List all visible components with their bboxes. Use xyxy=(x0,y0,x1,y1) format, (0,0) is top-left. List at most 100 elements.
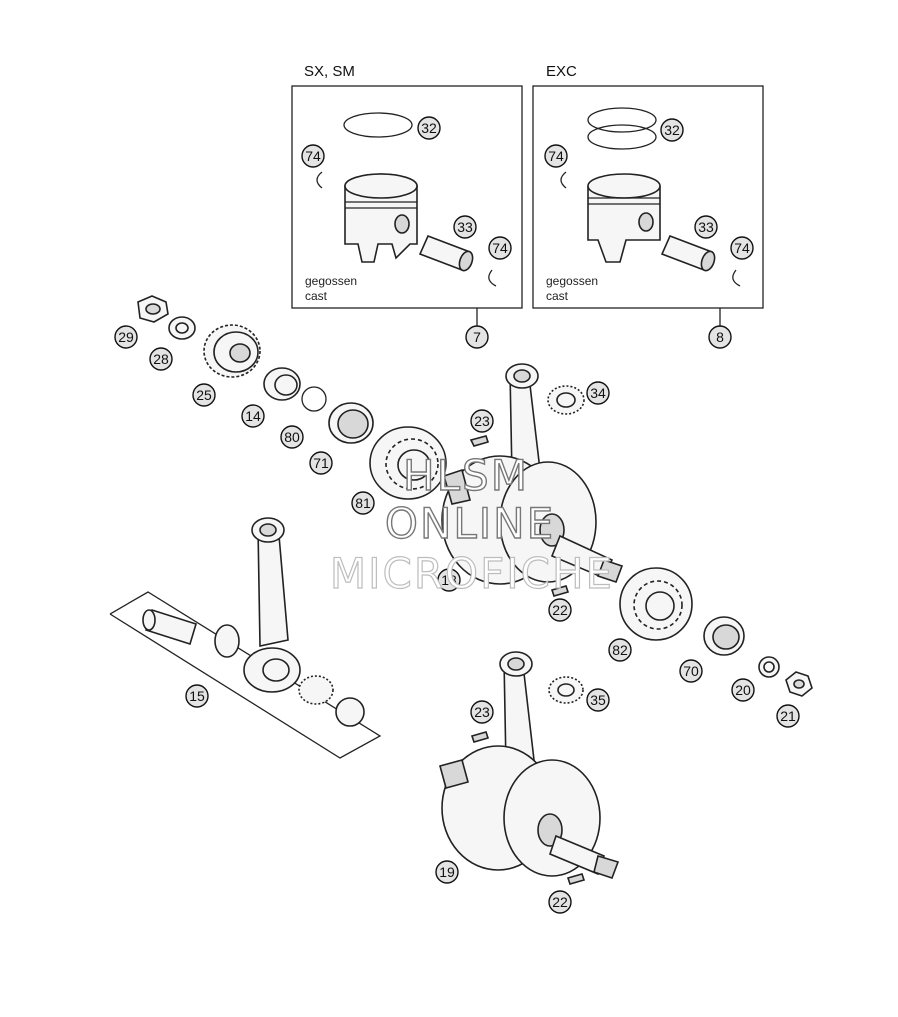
callout-labels: 32 74 33 74 32 74 33 74 7 8 29 28 25 14 … xyxy=(114,116,800,914)
panel-frame-sx-sm xyxy=(291,85,523,309)
svg-text:7: 7 xyxy=(473,329,481,345)
callout-33: 33 xyxy=(453,215,477,239)
crank-shaft-stub xyxy=(443,468,471,505)
svg-text:22: 22 xyxy=(552,602,568,618)
woodruff-key xyxy=(469,435,490,447)
circlip xyxy=(732,269,741,287)
piston-pin xyxy=(418,234,474,272)
callout-82: 82 xyxy=(608,638,632,662)
callout-70: 70 xyxy=(679,659,703,683)
watermark-line-3: MICROFICHE xyxy=(330,549,614,598)
svg-text:71: 71 xyxy=(313,455,329,471)
svg-text:28: 28 xyxy=(153,351,169,367)
nut-bore xyxy=(145,303,161,315)
callout-80: 80 xyxy=(280,425,304,449)
panel-sx-sm: SX, SM gegossen cast xyxy=(291,63,523,326)
circlip xyxy=(316,171,323,189)
svg-text:82: 82 xyxy=(612,642,628,658)
woodruff-key xyxy=(566,873,586,885)
callout-32: 32 xyxy=(660,118,684,142)
callout-74: 74 xyxy=(544,144,568,168)
piston-pin xyxy=(660,234,716,272)
piston-ring xyxy=(587,124,657,150)
callout-71: 71 xyxy=(309,451,333,475)
svg-text:23: 23 xyxy=(474,704,490,720)
callout-81: 81 xyxy=(351,491,375,515)
svg-text:34: 34 xyxy=(590,385,606,401)
callout-22: 22 xyxy=(548,890,572,914)
svg-text:20: 20 xyxy=(735,682,751,698)
callout-29: 29 xyxy=(114,325,138,349)
panel-title-exc: EXC xyxy=(546,63,577,80)
needle-bearing xyxy=(298,675,334,705)
svg-text:33: 33 xyxy=(457,219,473,235)
piston-ring xyxy=(587,107,657,133)
callout-74: 74 xyxy=(301,144,325,168)
svg-text:33: 33 xyxy=(698,219,714,235)
svg-text:80: 80 xyxy=(284,429,300,445)
spacer-bore xyxy=(274,374,298,396)
callout-35: 35 xyxy=(586,688,610,712)
crankshaft-assembly-upper xyxy=(441,363,624,597)
callout-20: 20 xyxy=(731,678,755,702)
note-cast: cast xyxy=(305,289,328,303)
crank-shaft-stub xyxy=(439,759,469,789)
callout-28: 28 xyxy=(149,347,173,371)
svg-text:32: 32 xyxy=(421,120,437,136)
svg-text:19: 19 xyxy=(439,864,455,880)
piston-cast xyxy=(587,173,661,263)
piston-cast xyxy=(344,173,418,263)
svg-text:29: 29 xyxy=(118,329,134,345)
callout-15: 15 xyxy=(185,684,209,708)
woodruff-key xyxy=(550,585,570,597)
svg-text:81: 81 xyxy=(355,495,371,511)
panel-frame-exc xyxy=(532,85,764,309)
svg-text:74: 74 xyxy=(305,148,321,164)
callout-74: 74 xyxy=(730,236,754,260)
callout-23: 23 xyxy=(470,700,494,724)
callout-22: 22 xyxy=(548,598,572,622)
washer-bore xyxy=(175,322,189,334)
note-cast: cast xyxy=(546,289,569,303)
callout-18: 18 xyxy=(437,568,461,592)
panel-exc: EXC gegossen cast xyxy=(532,63,764,326)
o-ring xyxy=(301,386,327,412)
shaft-seal-lip xyxy=(337,409,369,439)
circlip xyxy=(560,171,567,189)
callout-14: 14 xyxy=(241,404,265,428)
kit-outline xyxy=(109,591,382,759)
connecting-rod xyxy=(257,523,289,647)
note-gegossen: gegossen xyxy=(546,274,598,288)
crankshaft-assembly-lower xyxy=(439,651,620,885)
ignition-side-parts xyxy=(619,567,813,697)
svg-text:32: 32 xyxy=(664,122,680,138)
callout-23: 23 xyxy=(470,409,494,433)
callout-7: 7 xyxy=(465,325,489,349)
callout-25: 25 xyxy=(192,383,216,407)
callout-33: 33 xyxy=(694,215,718,239)
callout-34: 34 xyxy=(586,381,610,405)
note-gegossen: gegossen xyxy=(305,274,357,288)
svg-text:21: 21 xyxy=(780,708,796,724)
svg-text:25: 25 xyxy=(196,387,212,403)
main-bearing xyxy=(369,426,447,500)
piston-ring xyxy=(343,112,413,138)
callout-32: 32 xyxy=(417,116,441,140)
callout-19: 19 xyxy=(435,860,459,884)
thrust-washer xyxy=(335,697,365,727)
watermark: HLSM ONLINE MICROFICHE xyxy=(329,450,614,598)
watermark-line-2: ONLINE xyxy=(385,499,555,548)
primary-gear xyxy=(203,324,261,378)
drive-side-parts xyxy=(137,295,447,500)
svg-text:23: 23 xyxy=(474,413,490,429)
connecting-rod-kit xyxy=(109,517,382,759)
callout-21: 21 xyxy=(776,704,800,728)
panel-title-sx-sm: SX, SM xyxy=(304,63,355,80)
svg-text:74: 74 xyxy=(734,240,750,256)
svg-text:74: 74 xyxy=(548,148,564,164)
callout-74: 74 xyxy=(488,236,512,260)
svg-text:14: 14 xyxy=(245,408,261,424)
callout-8: 8 xyxy=(708,325,732,349)
circlip xyxy=(488,269,497,287)
